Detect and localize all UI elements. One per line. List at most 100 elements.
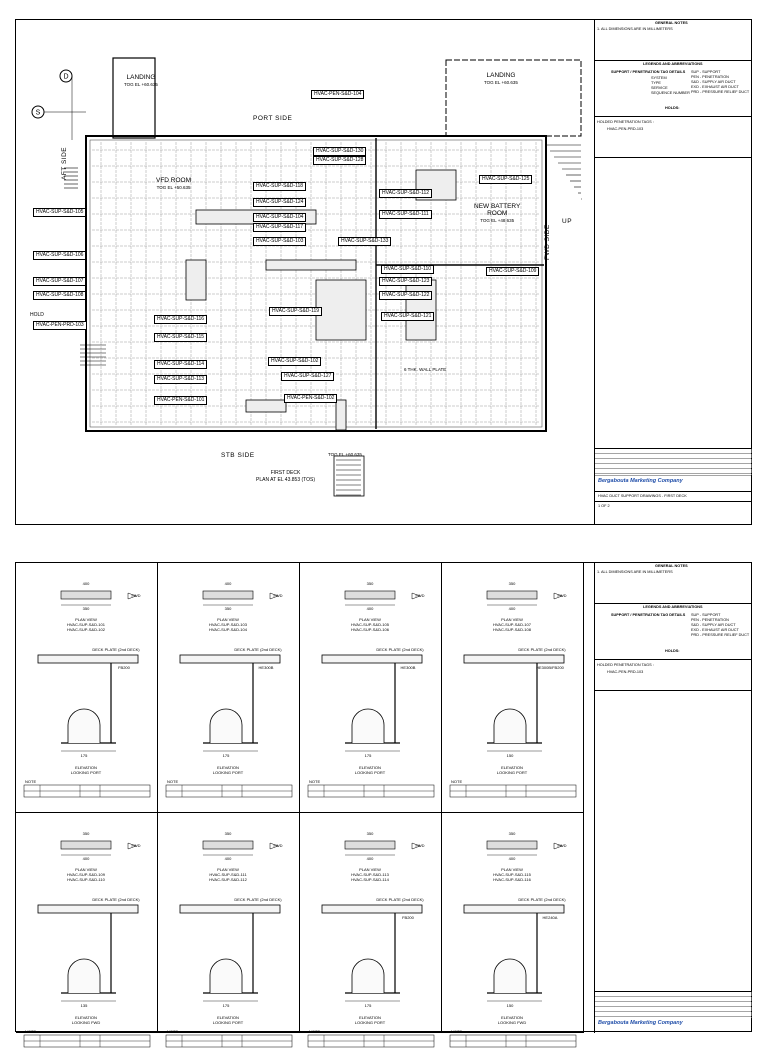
grid-marker-label: D bbox=[63, 74, 68, 81]
beam-label: HE300B/FB200 bbox=[536, 665, 565, 670]
deck-plate bbox=[179, 654, 281, 664]
arrow-icon bbox=[411, 842, 421, 850]
elevation-subtitle: LOOKING PORT bbox=[497, 770, 528, 775]
elevation-title: ELEVATION bbox=[501, 1015, 523, 1020]
aft-side-label: AFT SIDE bbox=[61, 146, 68, 180]
deck-inner-outline bbox=[89, 139, 543, 428]
bom-note: NOTE bbox=[25, 779, 36, 784]
dimension-value: 350 bbox=[509, 831, 516, 836]
dimension-value: 400 bbox=[367, 856, 374, 861]
plan-view-title: PLAN VIEW bbox=[75, 617, 97, 622]
support-tag-callout: HVAC-SUP-S&D-124 bbox=[253, 198, 307, 207]
support-tag-callout: HVAC-SUP-S&D-108 bbox=[33, 291, 87, 300]
fwd-arrow-label: FWD bbox=[557, 843, 566, 848]
deck-plate-label: DECK PLATE (2nd DECK) bbox=[92, 897, 140, 902]
support-tag-callout: HVAC-SUP-S&D-107 bbox=[33, 277, 87, 286]
support-tag-callout: HVAC-SUP-S&D-121 bbox=[381, 312, 435, 321]
support-tag-callout: HVAC-SUP-S&D-111 bbox=[379, 210, 432, 219]
dimension-value: 150 bbox=[507, 753, 514, 758]
landing-right-outline bbox=[445, 59, 582, 137]
arrow-icon bbox=[269, 592, 279, 600]
support-tag-callout: HVAC-SUP-S&D-123 bbox=[379, 277, 433, 286]
wall-plate-label: 6 THK. WALL PLATE bbox=[404, 367, 447, 372]
fwd-arrow-label: FWD bbox=[415, 843, 424, 848]
arrow-icon bbox=[269, 842, 279, 850]
deck-plate-label: DECK PLATE (2nd DECK) bbox=[376, 647, 424, 652]
note-1-sheet2: 1. ALL DIMENSIONS ARE IN MILLIMETERS bbox=[597, 570, 673, 574]
support-tag-callout: HVAC-SUP-S&D-122 bbox=[379, 291, 433, 300]
duct-segment bbox=[335, 399, 347, 431]
dimension-value: 350 bbox=[225, 831, 232, 836]
holds-tag-item: HVAC-PEN-PRD-103 bbox=[607, 127, 644, 131]
deck-plate bbox=[37, 904, 139, 914]
plan-view-tag: HVAC-SUP-S&D-110 bbox=[67, 877, 105, 882]
holds-heading-2: HOLDS: bbox=[665, 649, 680, 653]
elevation-title: ELEVATION bbox=[217, 1015, 239, 1020]
plan-view-tag: HVAC-SUP-S&D-103 bbox=[209, 622, 248, 627]
legend-section-2: LEGENDS AND ABBREVIATIONS SUPPORT / PENE… bbox=[595, 604, 752, 660]
legend-section: LEGENDS AND ABBREVIATIONS SUPPORT / PENE… bbox=[595, 61, 752, 117]
beam-label: HE300B bbox=[259, 665, 274, 670]
dimension-value: 400 bbox=[83, 581, 90, 586]
support-tag-callout: HVAC-SUP-S&D-105 bbox=[33, 208, 87, 217]
drawing-title: HVAC DUCT SUPPORT DRAWINGS - FIRST DECK bbox=[595, 492, 752, 502]
deck-plate-label: DECK PLATE (2nd DECK) bbox=[234, 647, 282, 652]
duct-segment bbox=[315, 279, 367, 341]
plan-view-tag: HVAC-SUP-S&D-113 bbox=[351, 872, 389, 877]
deck-plate-label: DECK PLATE (2nd DECK) bbox=[518, 897, 566, 902]
elevation-subtitle: LOOKING PORT bbox=[213, 1020, 244, 1025]
dimension-value: 350 bbox=[83, 606, 90, 611]
support-tag-callout: HVAC-SUP-S&D-133 bbox=[338, 237, 392, 246]
general-notes-heading-2: GENERAL NOTES bbox=[655, 564, 688, 568]
elevation-title: ELEVATION bbox=[217, 765, 239, 770]
company-logo-2: Bergabouta Marketing Company bbox=[598, 1020, 683, 1026]
support-tag-callout: HVAC-SUP-S&D-106 bbox=[33, 251, 87, 260]
fwd-arrow-label: FWD bbox=[557, 593, 566, 598]
bom-note: NOTE bbox=[167, 1029, 178, 1034]
duct-section bbox=[209, 708, 243, 743]
dimension-value: 175 bbox=[365, 1003, 372, 1008]
duct-section bbox=[493, 708, 527, 743]
legend-box-title-2: SUPPORT / PENETRATION TAG DETAILS bbox=[611, 613, 686, 617]
duct-segment bbox=[245, 399, 287, 413]
plan-view-title: PLAN VIEW bbox=[75, 867, 97, 872]
plan-view-title: PLAN VIEW bbox=[359, 867, 381, 872]
support-tag-callout: HVAC-SUP-S&D-102 bbox=[268, 357, 322, 366]
support-tag-callout: HVAC-SUP-S&D-114 bbox=[154, 360, 208, 369]
elevation-subtitle: LOOKING FWD bbox=[498, 1020, 527, 1025]
plan-view-tag: HVAC-SUP-S&D-114 bbox=[351, 877, 389, 882]
bom-note: NOTE bbox=[167, 779, 178, 784]
plan-view-tag: HVAC-SUP-S&D-109 bbox=[67, 872, 106, 877]
plan-view-tag: HVAC-SUP-S&D-111 bbox=[209, 872, 247, 877]
support-tag-callout: HVAC-SUP-S&D-127 bbox=[281, 372, 335, 381]
elevation-title: ELEVATION bbox=[359, 1015, 381, 1020]
dimension-value: 400 bbox=[225, 581, 232, 586]
dimension-value: 175 bbox=[223, 1003, 230, 1008]
deck-plate bbox=[463, 904, 565, 914]
deck-plate-label: DECK PLATE (2nd DECK) bbox=[376, 897, 424, 902]
dimension-value: 400 bbox=[83, 856, 90, 861]
deck-plate-label: DECK PLATE (2nd DECK) bbox=[234, 897, 282, 902]
company-logo: Bergabouta Marketing Company bbox=[595, 476, 752, 492]
beam-label: FB200 bbox=[402, 915, 415, 920]
tog-bottom-label: TOG EL +60.635 bbox=[328, 452, 362, 457]
fwd-arrow-label: FWD bbox=[415, 593, 424, 598]
plan-view-tag: HVAC-SUP-S&D-105 bbox=[351, 622, 390, 627]
title-block-2: GENERAL NOTES 1. ALL DIMENSIONS ARE IN M… bbox=[594, 563, 752, 1033]
plan-view-tag: HVAC-SUP-S&D-112 bbox=[209, 877, 247, 882]
support-tag-callout: HVAC-SUP-S&D-112 bbox=[379, 189, 433, 198]
elevation-title: ELEVATION bbox=[75, 765, 97, 770]
